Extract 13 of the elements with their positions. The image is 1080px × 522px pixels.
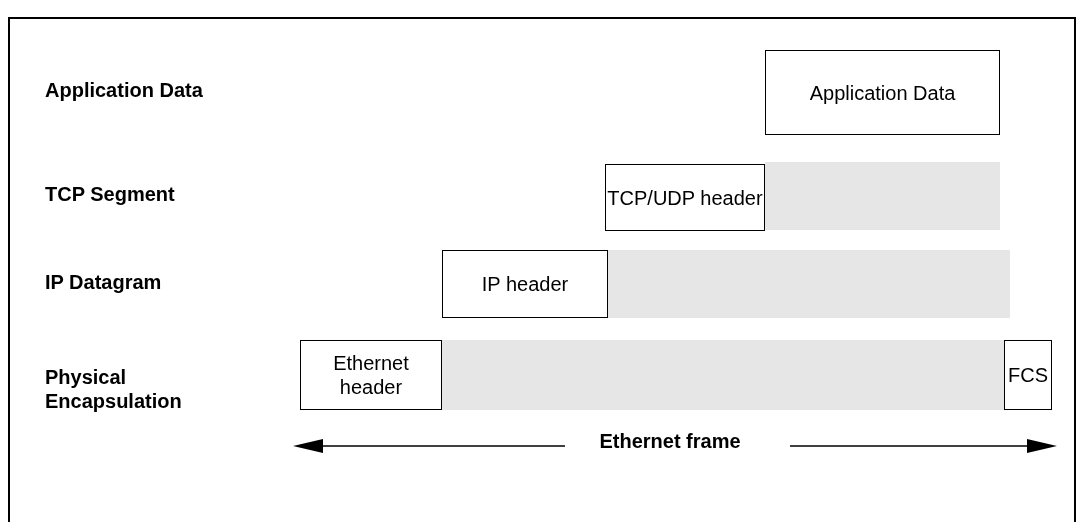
header-box: TCP/UDP header	[605, 164, 765, 231]
row-label: TCP Segment	[45, 182, 176, 206]
payload-bar	[765, 162, 1000, 230]
dimension-label: Ethernet frame	[598, 429, 742, 453]
row-label: Application Data	[45, 78, 204, 102]
row-label: Physical Encapsulation	[45, 365, 183, 413]
header-box: FCS	[1004, 340, 1052, 410]
payload-bar	[608, 250, 1010, 318]
payload-bar	[442, 340, 1004, 410]
header-box: Application Data	[765, 50, 1000, 135]
header-box: Ethernet header	[300, 340, 442, 410]
row-label: IP Datagram	[45, 270, 163, 294]
header-box: IP header	[442, 250, 608, 318]
